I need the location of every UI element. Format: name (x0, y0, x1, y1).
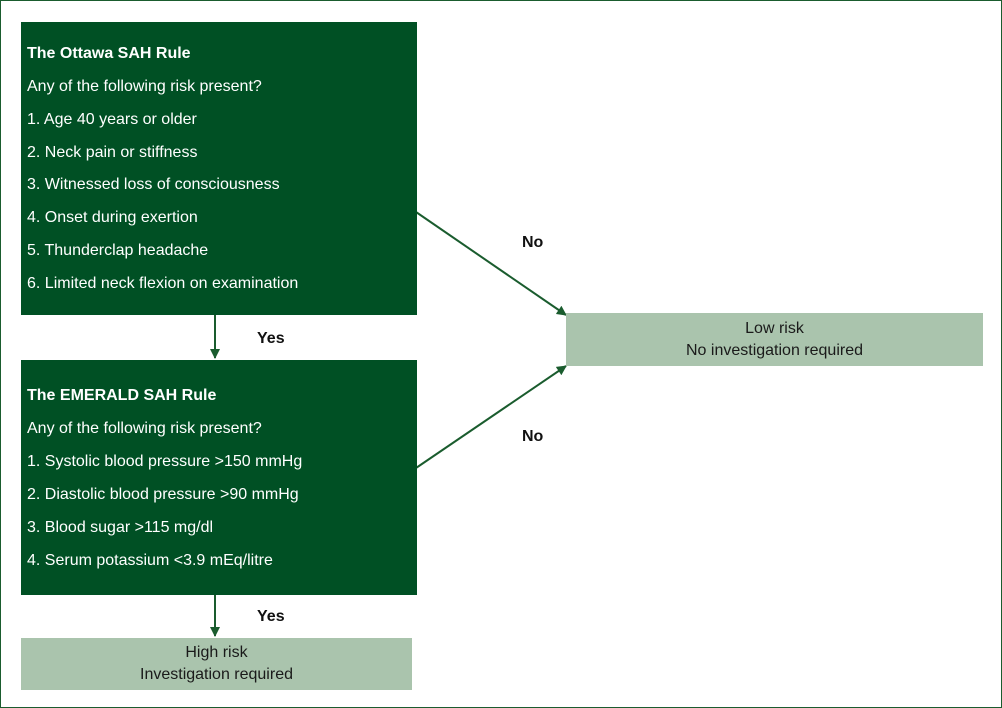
emerald-rule-question: Any of the following risk present? (27, 420, 262, 437)
emerald-yes-label: Yes (257, 608, 285, 625)
low-risk-action: No investigation required (686, 342, 863, 359)
high-risk-box: High risk Investigation required (21, 638, 412, 690)
arrow-ottawa-to-low-risk (415, 211, 567, 316)
ottawa-rule-item: 6. Limited neck flexion on examination (27, 275, 299, 292)
emerald-rule-item: 2. Diastolic blood pressure >90 mmHg (27, 486, 299, 503)
ottawa-rule-box: The Ottawa SAH Rule Any of the following… (21, 22, 417, 315)
emerald-rule-item: 1. Systolic blood pressure >150 mmHg (27, 453, 303, 470)
emerald-no-label: No (522, 428, 544, 445)
emerald-rule-title: The EMERALD SAH Rule (27, 387, 217, 404)
high-risk-label: High risk (185, 644, 248, 661)
emerald-rule-item: 4. Serum potassium <3.9 mEq/litre (27, 552, 273, 569)
low-risk-label: Low risk (745, 320, 804, 337)
ottawa-yes-label: Yes (257, 330, 285, 347)
arrow-emerald-to-low-risk (415, 365, 567, 469)
ottawa-rule-question: Any of the following risk present? (27, 78, 262, 95)
ottawa-rule-title: The Ottawa SAH Rule (27, 45, 191, 62)
ottawa-rule-item: 4. Onset during exertion (27, 209, 198, 226)
emerald-rule-box: The EMERALD SAH Rule Any of the followin… (21, 360, 417, 595)
emerald-rule-item: 3. Blood sugar >115 mg/dl (27, 519, 214, 536)
ottawa-rule-item: 3. Witnessed loss of consciousness (27, 176, 280, 193)
ottawa-no-label: No (522, 234, 544, 251)
high-risk-action: Investigation required (140, 666, 293, 683)
ottawa-rule-item: 1. Age 40 years or older (27, 111, 197, 128)
ottawa-rule-item: 5. Thunderclap headache (27, 242, 209, 259)
low-risk-box: Low risk No investigation required (566, 313, 983, 366)
ottawa-rule-item: 2. Neck pain or stiffness (27, 144, 198, 161)
